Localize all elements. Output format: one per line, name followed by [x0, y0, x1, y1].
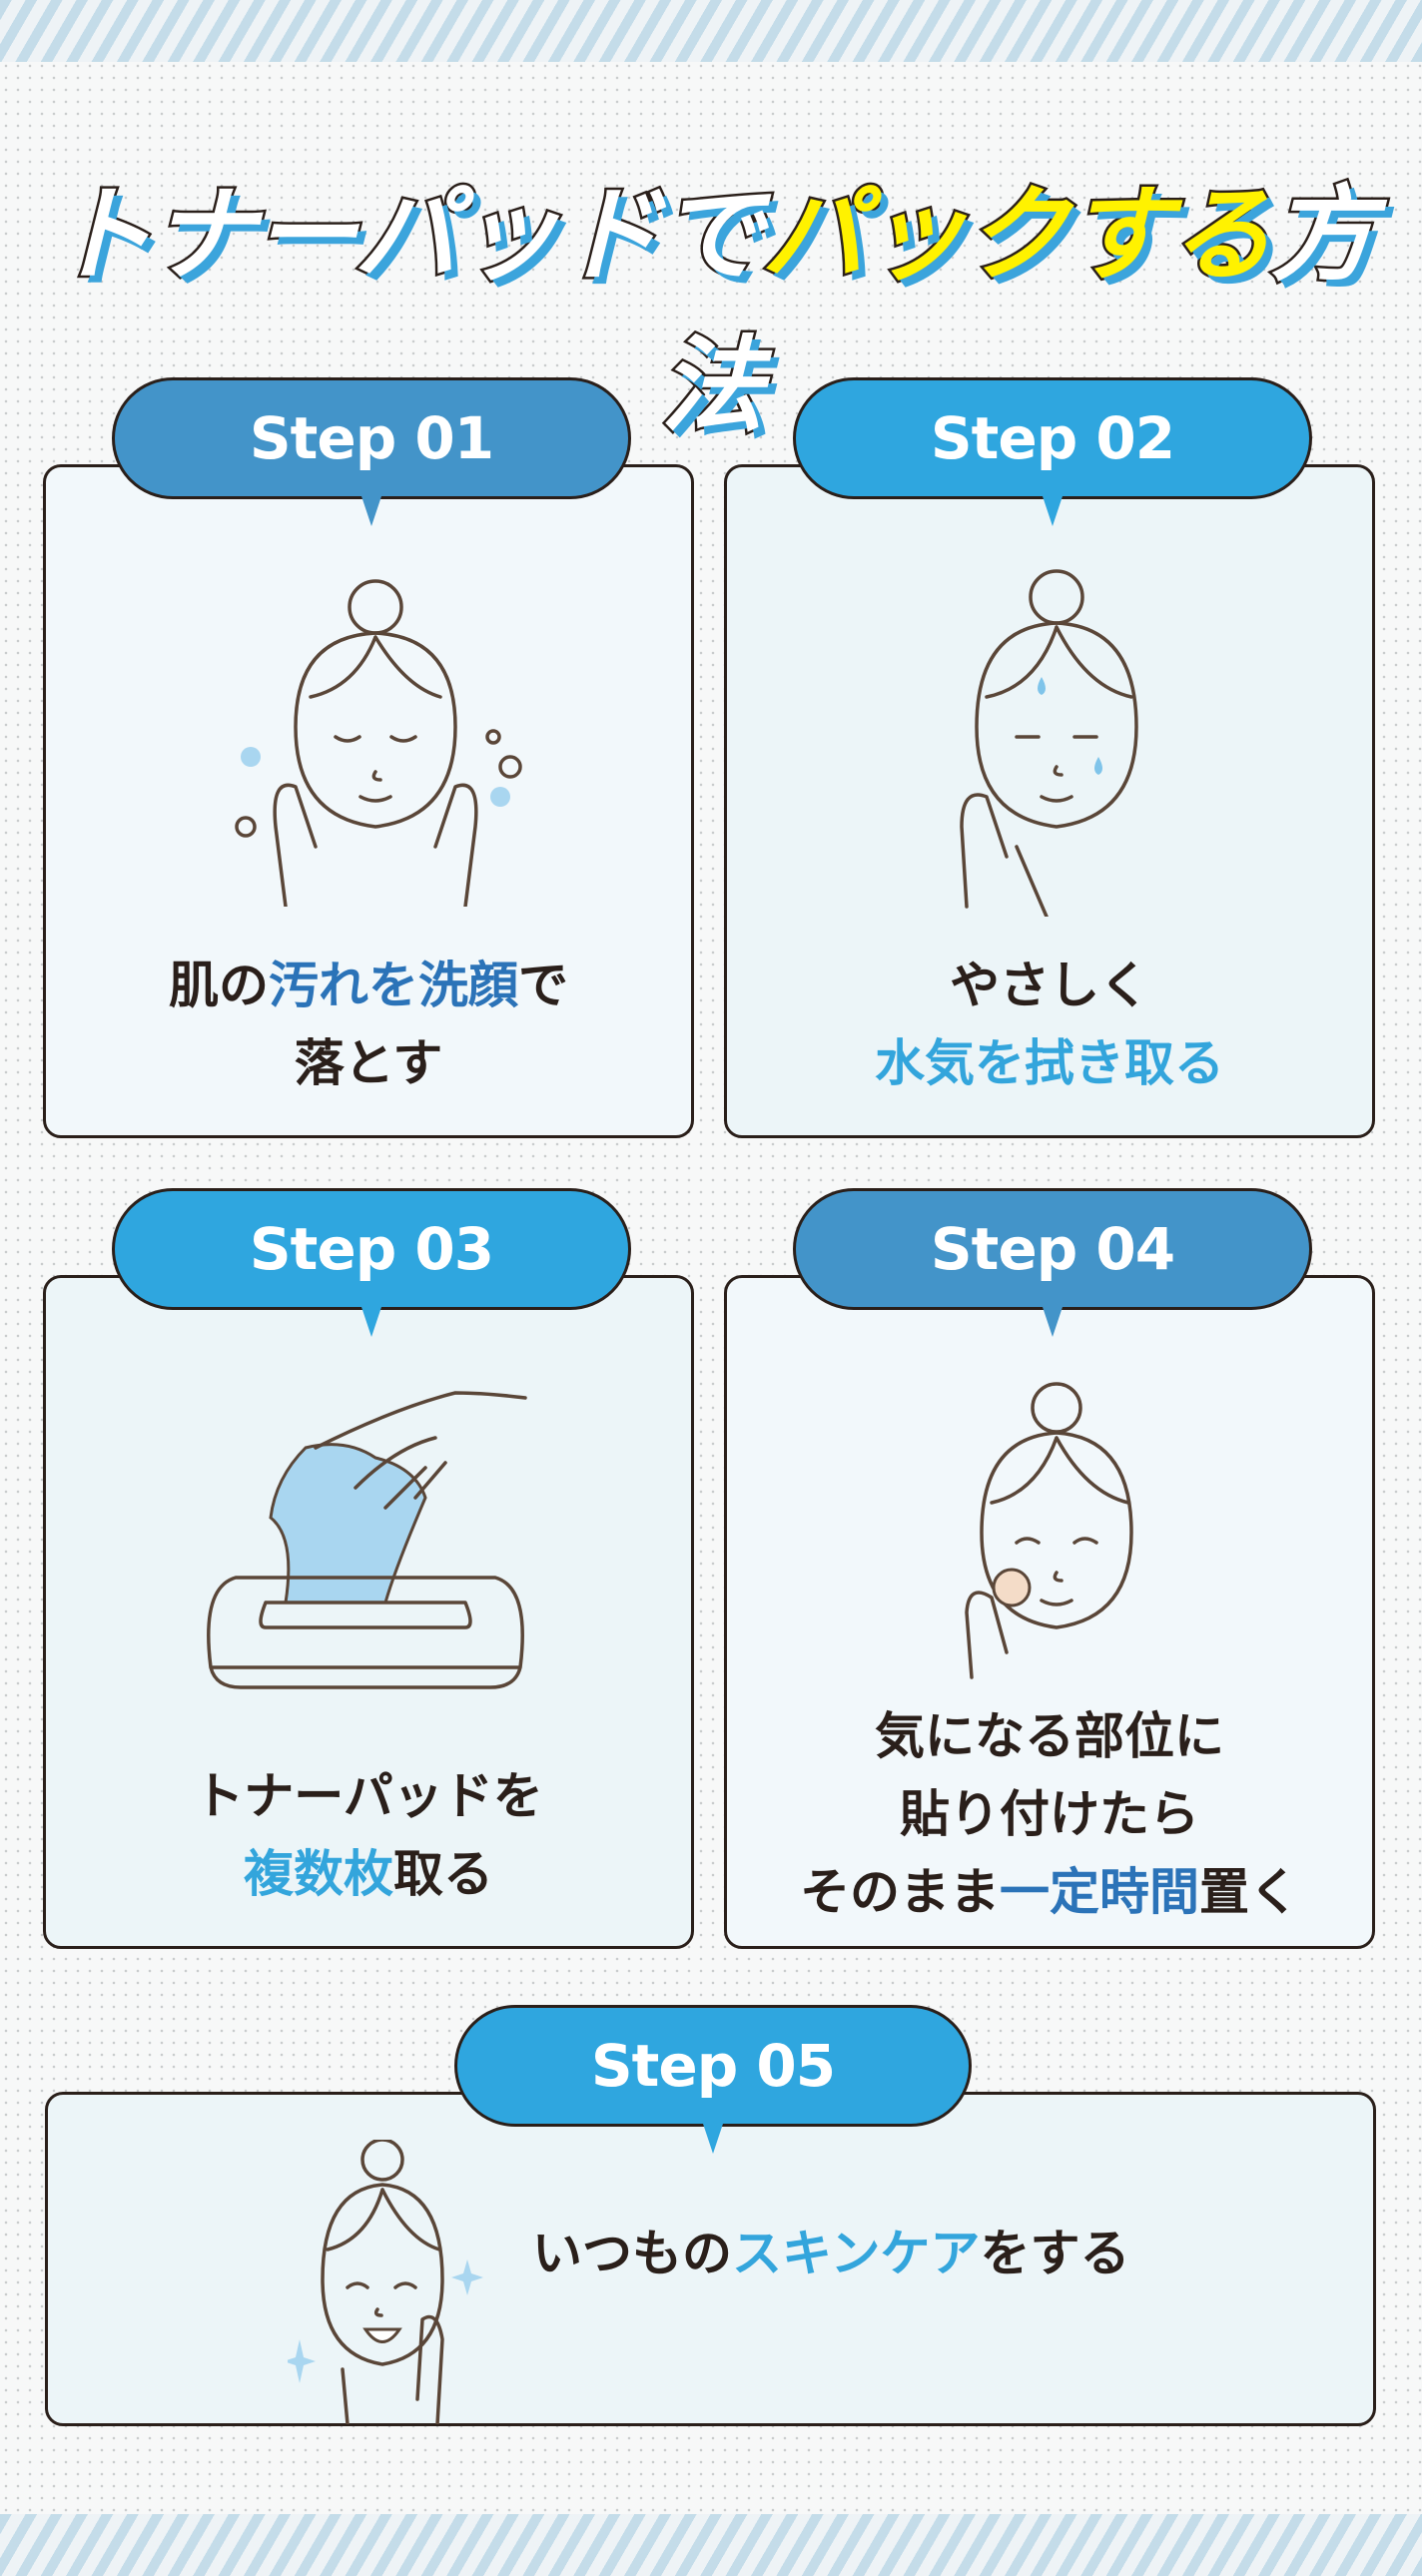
caption-text: をする	[980, 2225, 1130, 2282]
face-washing-icon	[235, 579, 522, 907]
caption-text: 置く	[1199, 1863, 1299, 1921]
step-01-caption: 肌の汚れを洗顔で 落とす	[46, 947, 691, 1102]
step-05-caption: いつものスキンケアをする	[532, 2215, 1130, 2292]
caption-highlight: 汚れを洗顔	[269, 957, 518, 1014]
step-03-card: トナーパッドを 複数枚取る	[43, 1275, 694, 1949]
caption-text: トナーパッドを	[194, 1767, 543, 1825]
step-05-label: Step 05	[454, 2005, 972, 2154]
top-stripe	[0, 0, 1422, 62]
caption-highlight: 複数枚	[244, 1845, 393, 1903]
step-03-caption: トナーパッドを 複数枚取る	[46, 1757, 691, 1913]
step-04-caption: 気になる部位に 貼り付けたら そのまま一定時間置く	[727, 1697, 1372, 1931]
caption-text: で	[518, 957, 568, 1014]
caption-text: いつもの	[532, 2225, 732, 2282]
step-04-card: 気になる部位に 貼り付けたら そのまま一定時間置く	[724, 1275, 1375, 1949]
caption-highlight: 一定時間	[1000, 1863, 1199, 1921]
step-01-card: 肌の汚れを洗顔で 落とす	[43, 464, 694, 1138]
step-02-caption: やさしく 水気を拭き取る	[727, 947, 1372, 1102]
caption-highlight: スキンケア	[732, 2225, 981, 2282]
bottom-stripe	[0, 2514, 1422, 2576]
title-part3: 方法	[657, 172, 1377, 449]
step-02-card: やさしく 水気を拭き取る	[724, 464, 1375, 1138]
caption-highlight: 水気を拭き取る	[875, 1034, 1224, 1092]
step-04-label: Step 04	[793, 1188, 1312, 1337]
step-02-label: Step 02	[793, 377, 1312, 526]
face-smile-icon	[288, 2140, 483, 2424]
caption-text: 落とす	[294, 1034, 443, 1092]
caption-text: 肌の	[169, 957, 269, 1014]
step-03-label: Step 03	[112, 1188, 631, 1337]
caption-text: 気になる部位に	[875, 1707, 1224, 1765]
caption-text: 取る	[393, 1845, 493, 1903]
page-title: トナーパッドでパックする方法	[0, 150, 1422, 451]
caption-text: やさしく	[950, 957, 1149, 1014]
toner-pad-box-icon	[207, 1391, 527, 1689]
caption-text: 貼り付けたら	[900, 1785, 1199, 1843]
step-01-label: Step 01	[112, 377, 631, 526]
title-highlight: パックする	[759, 172, 1275, 299]
title-part1: トナーパッドで	[47, 172, 766, 299]
caption-text: そのまま	[800, 1863, 1000, 1921]
face-pad-icon	[965, 1382, 1133, 1679]
face-towel-icon	[960, 569, 1138, 917]
